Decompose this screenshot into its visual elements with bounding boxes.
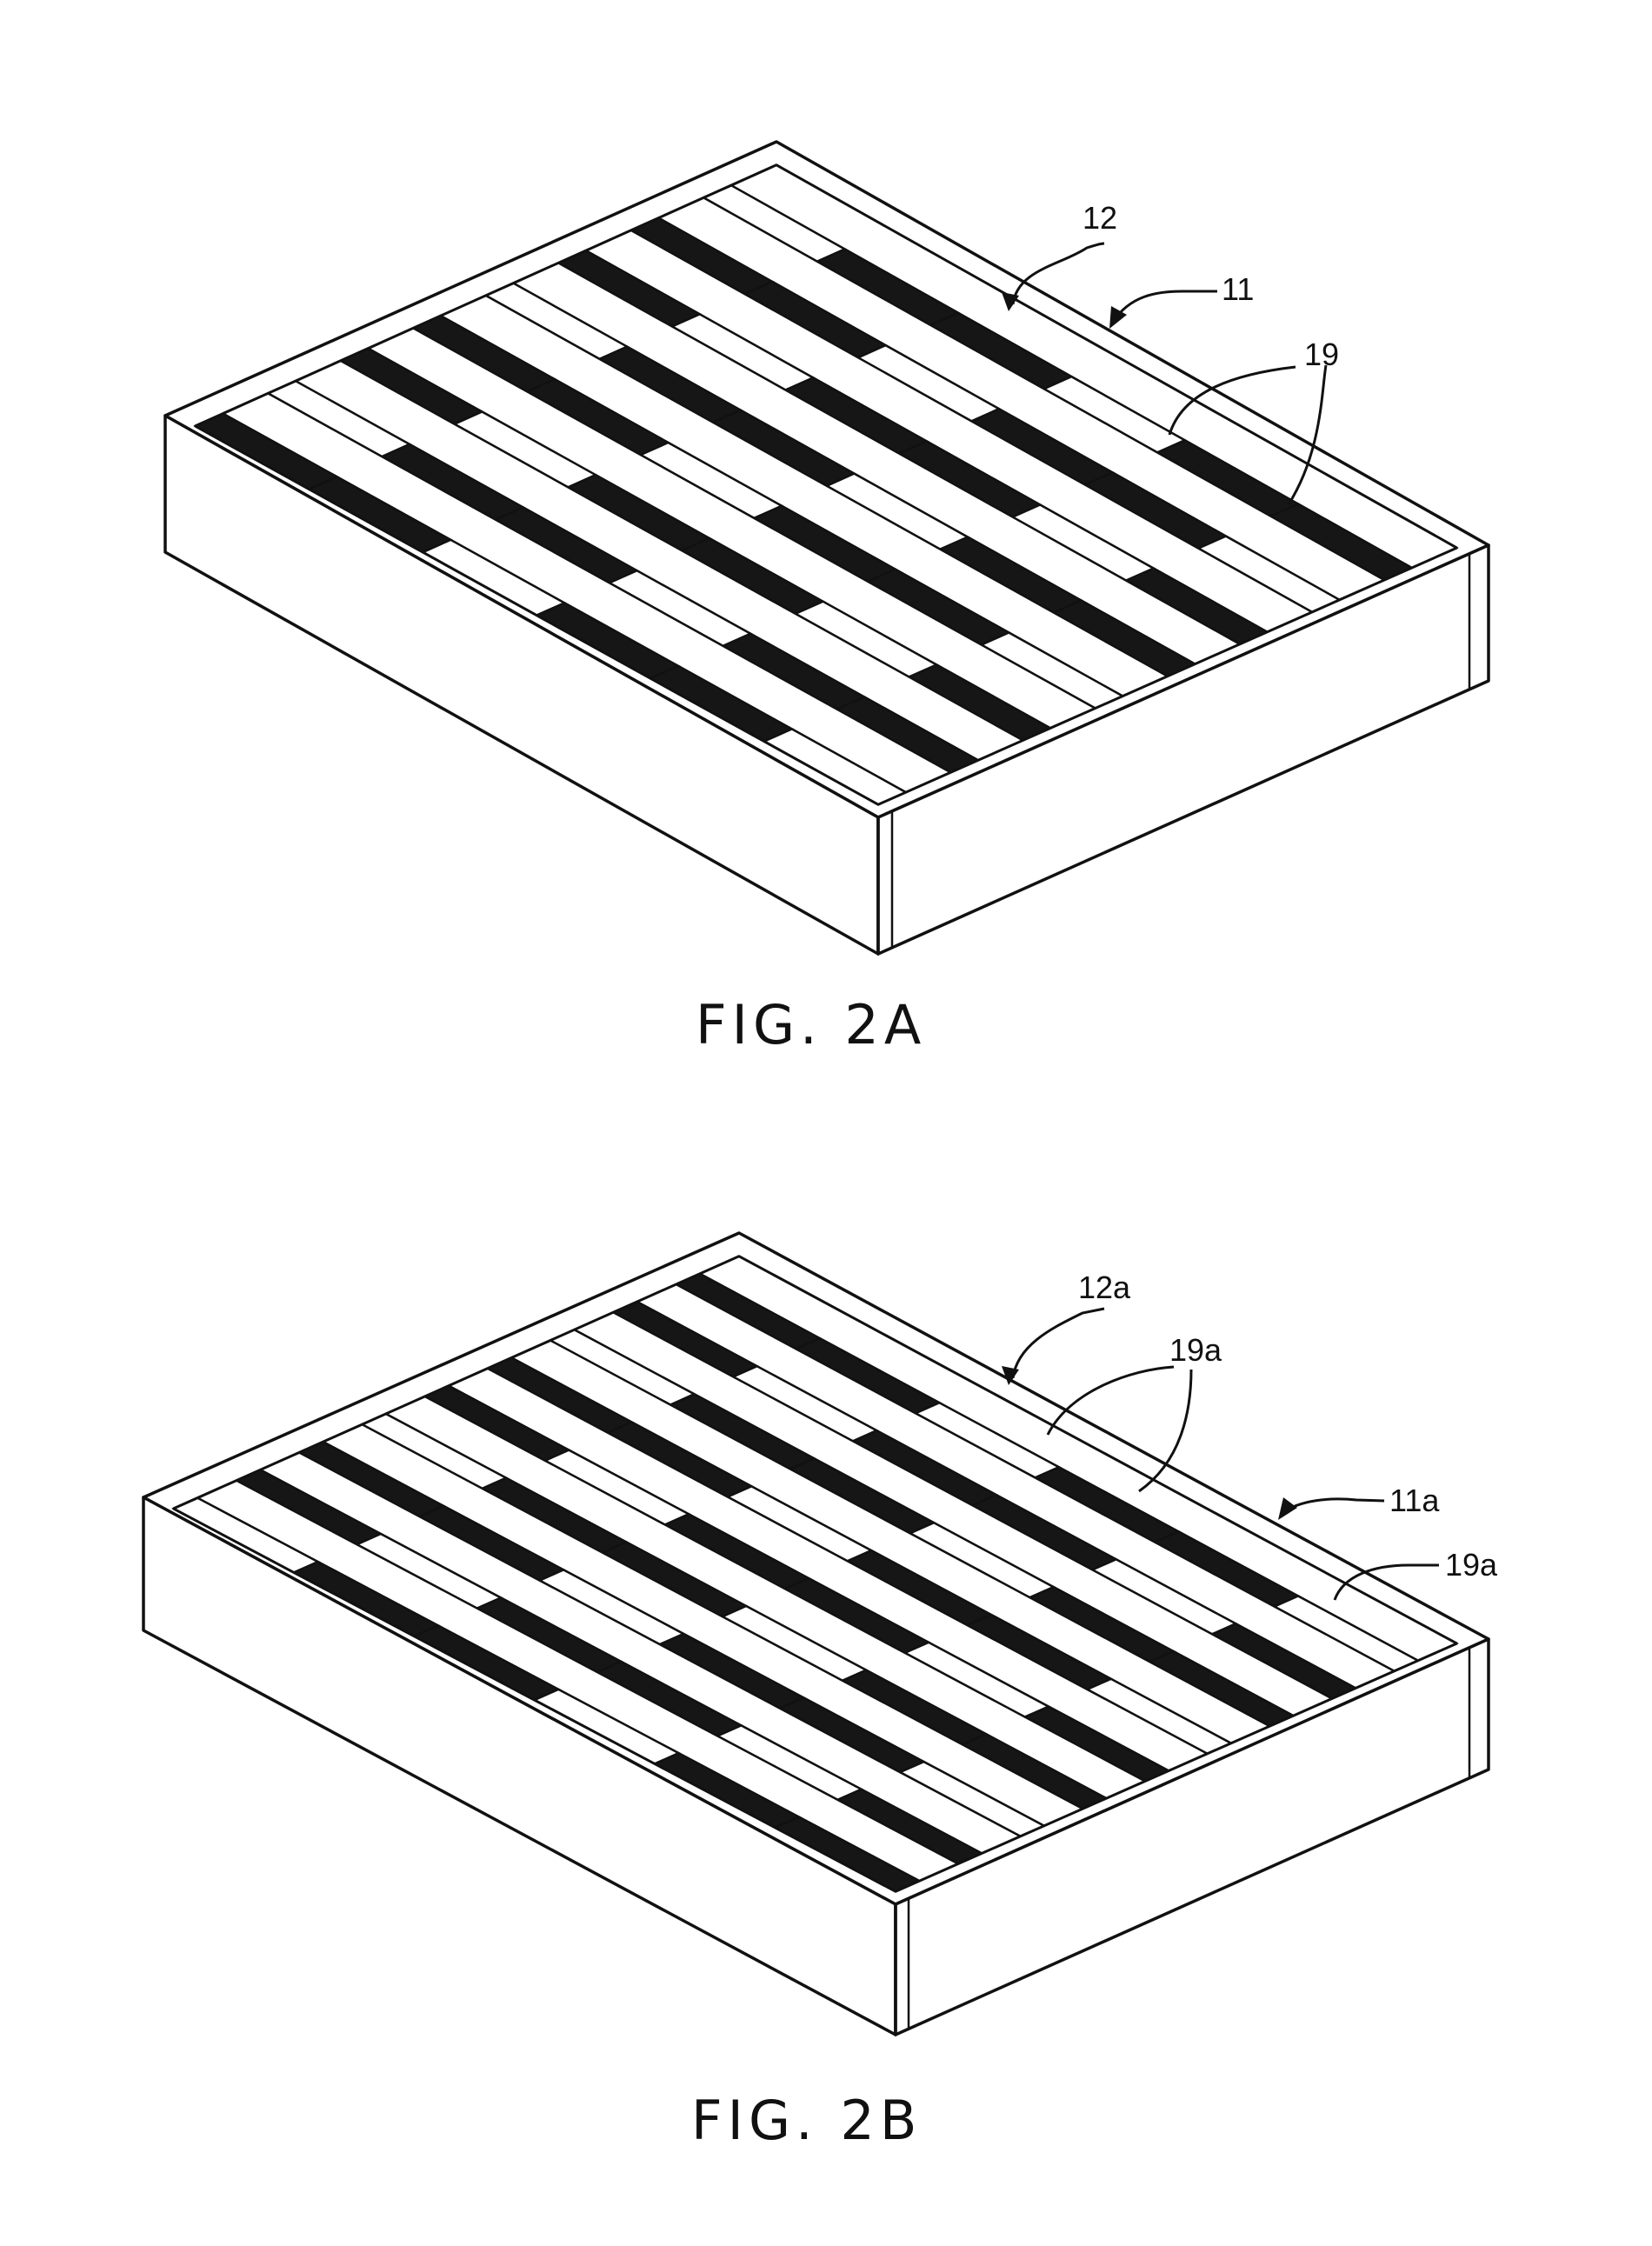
leader-19a-b: [1138, 1369, 1193, 1493]
leader-19a-c: [1333, 1563, 1439, 1601]
arrowhead-11a: [1278, 1497, 1297, 1520]
ref-label-12: 12: [1082, 200, 1117, 236]
figure-caption-2a: FIG. 2A: [696, 993, 926, 1056]
figure-caption-2b: FIG. 2B: [691, 2089, 922, 2152]
ref-label-12a: 12a: [1078, 1270, 1131, 1305]
arrowhead-11: [1109, 306, 1127, 329]
ref-label-11: 11: [1222, 271, 1254, 307]
leader-11a: [1282, 1497, 1385, 1515]
separator-and-cell-rows: [171, 1255, 1459, 1893]
leader-12a: [1011, 1307, 1105, 1379]
figure-2a-tray-with-separators: 12 11 19 FIG. 2A: [163, 140, 1490, 1056]
ref-label-11a: 11a: [1389, 1483, 1440, 1518]
filled-cell: [772, 1816, 923, 1893]
arrowhead-12a: [1002, 1366, 1019, 1385]
leader-11: [1111, 290, 1217, 323]
leader-12: [1011, 242, 1105, 305]
separator-and-cell-rows: [193, 163, 1459, 806]
leader-19-a: [1168, 365, 1296, 436]
arrowhead-12: [1002, 292, 1019, 311]
figure-2b-tray-with-separators: 12a 19a 11a 19a FIG. 2B: [142, 1231, 1498, 2152]
ref-label-19: 19: [1304, 337, 1339, 372]
empty-cell: [762, 728, 909, 806]
leader-19a-a: [1046, 1365, 1175, 1436]
ref-label-19a-upper: 19a: [1169, 1332, 1222, 1368]
ref-label-19a-lower: 19a: [1445, 1547, 1498, 1583]
leader-19-b: [1287, 364, 1328, 505]
